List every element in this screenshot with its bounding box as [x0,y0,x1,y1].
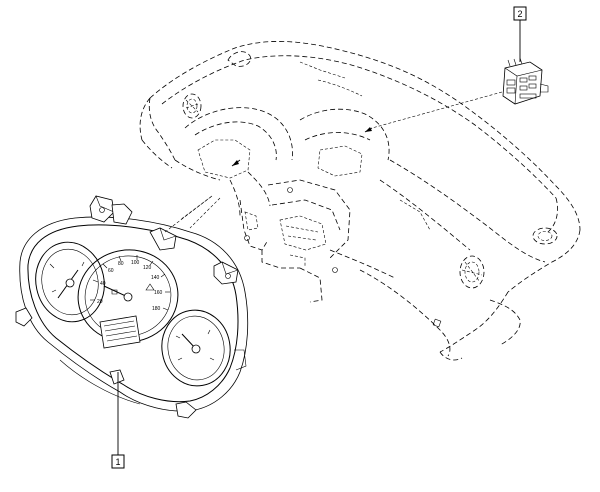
switch-module-part [502,57,549,105]
switch-module-leader [371,91,503,129]
scale-label-5: 120 [143,265,152,271]
scale-label-8: 180 [152,306,161,312]
callout-2: 2 [513,6,527,62]
scale-label-6: 140 [151,275,160,281]
scale-label-3: 80 [118,261,124,267]
instrument-cluster-part: 20 40 60 80 100 120 140 160 180 [15,195,249,419]
scale-label-0: 20 [97,299,103,305]
scale-label-1: 40 [100,281,106,287]
dashboard-outline [139,41,581,361]
callout-1: 1 [111,372,125,469]
callout-1-label: 1 [115,457,120,467]
scale-label-4: 100 [131,260,140,266]
callout-2-label: 2 [517,9,522,19]
speedometer-scale: 20 40 60 80 100 120 140 160 180 [97,260,163,312]
speedometer-ticks [90,255,170,311]
scale-label-7: 160 [154,290,163,296]
scale-label-2: 60 [108,268,114,274]
location-arrows [231,127,373,167]
